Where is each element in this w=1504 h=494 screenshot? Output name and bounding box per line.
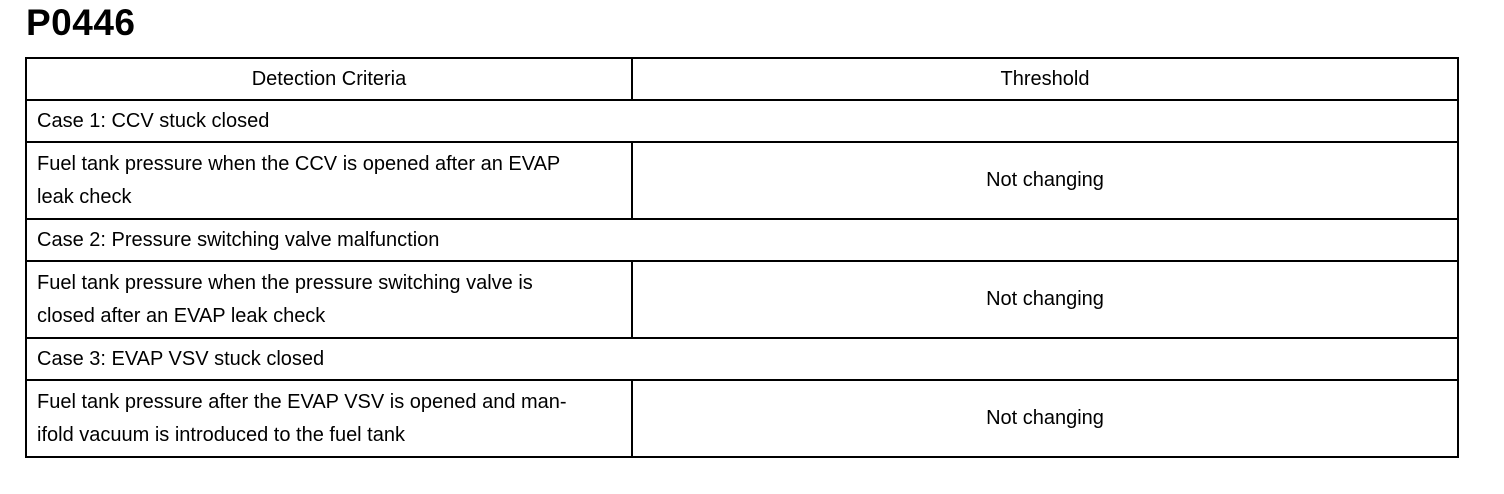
- table-row: Fuel tank pressure after the EVAP VSV is…: [25, 379, 1459, 458]
- criteria-cell: Fuel tank pressure when the pressure swi…: [25, 260, 633, 339]
- case-row: Case 2: Pressure switching valve malfunc…: [25, 218, 1459, 262]
- case-title: Case 2: Pressure switching valve malfunc…: [25, 218, 1459, 262]
- case-title: Case 1: CCV stuck closed: [25, 99, 1459, 143]
- criteria-line: Fuel tank pressure when the pressure swi…: [37, 271, 533, 294]
- criteria-line: leak check: [37, 185, 132, 208]
- threshold-cell: Not changing: [631, 260, 1459, 339]
- criteria-line: ifold vacuum is introduced to the fuel t…: [37, 423, 405, 446]
- threshold-cell: Not changing: [631, 141, 1459, 220]
- criteria-line: closed after an EVAP leak check: [37, 304, 326, 327]
- case-title: Case 3: EVAP VSV stuck closed: [25, 337, 1459, 381]
- threshold-cell: Not changing: [631, 379, 1459, 458]
- case-row: Case 1: CCV stuck closed: [25, 99, 1459, 143]
- criteria-cell: Fuel tank pressure when the CCV is opene…: [25, 141, 633, 220]
- case-row: Case 3: EVAP VSV stuck closed: [25, 337, 1459, 381]
- column-header-threshold: Threshold: [631, 57, 1459, 101]
- table-header-row: Detection Criteria Threshold: [25, 57, 1459, 101]
- criteria-cell: Fuel tank pressure after the EVAP VSV is…: [25, 379, 633, 458]
- criteria-line: Fuel tank pressure after the EVAP VSV is…: [37, 390, 567, 413]
- table-row: Fuel tank pressure when the CCV is opene…: [25, 141, 1459, 220]
- detection-criteria-table: Detection Criteria Threshold Case 1: CCV…: [25, 57, 1459, 458]
- criteria-line: Fuel tank pressure when the CCV is opene…: [37, 152, 561, 175]
- page-title: P0446: [26, 2, 136, 43]
- table-row: Fuel tank pressure when the pressure swi…: [25, 260, 1459, 339]
- column-header-detection-criteria: Detection Criteria: [25, 57, 633, 101]
